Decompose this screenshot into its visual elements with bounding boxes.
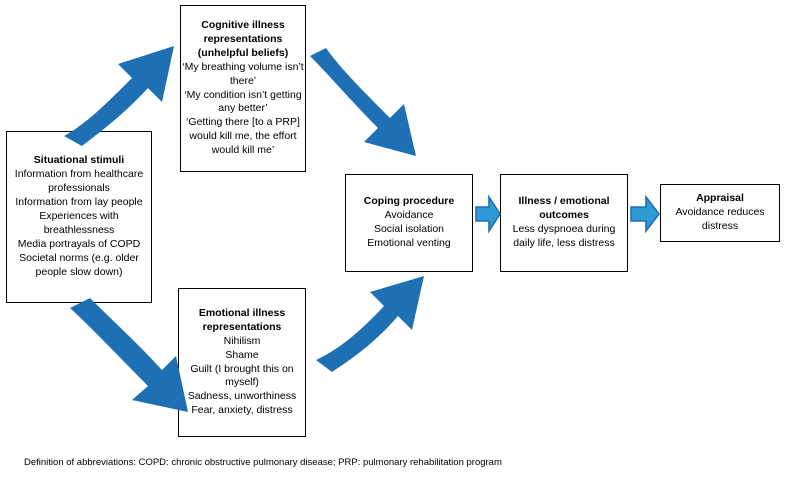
curved-arrow-cognitive-to-coping-icon bbox=[310, 48, 416, 156]
box-coping-procedure: Coping procedure Avoidance Social isolat… bbox=[345, 174, 473, 272]
box-situational-stimuli: Situational stimuli Information from hea… bbox=[6, 131, 152, 303]
box-coping-procedure-title: Coping procedure bbox=[363, 195, 455, 208]
box-outcomes-item: Less dyspnoea during bbox=[512, 223, 616, 235]
curved-arrow-situational-to-emotional-icon bbox=[70, 298, 188, 412]
box-appraisal-item: Avoidance reduces bbox=[675, 206, 765, 219]
box-coping-procedure-item: Social isolation bbox=[373, 223, 445, 235]
curved-arrow-situational-to-cognitive-icon bbox=[64, 46, 174, 146]
box-appraisal-title: Appraisal bbox=[696, 192, 744, 205]
box-emotional-item: Nihilism bbox=[223, 334, 261, 347]
box-emotional-item: Shame bbox=[225, 348, 259, 361]
box-cognitive-quote: ‘My condition isn’t getting any better’ bbox=[184, 88, 302, 115]
curved-arrow-emotional-to-coping-icon bbox=[316, 276, 424, 372]
box-cognitive-quote: ‘Getting there [to a PRP] would kill me,… bbox=[186, 116, 300, 157]
box-emotional-title-line-1: Emotional illness bbox=[198, 306, 286, 319]
box-appraisal-item: distress bbox=[701, 219, 739, 232]
box-situational-stimuli-item: Media portrayals of COPD bbox=[17, 237, 141, 250]
box-situational-stimuli-item: Information from lay people bbox=[15, 196, 143, 209]
box-cognitive-quote: ‘My breathing volume isn’t there’ bbox=[182, 60, 304, 87]
block-arrow-outcomes-to-appraisal-icon bbox=[630, 194, 661, 234]
box-situational-stimuli-item: Experiences with breathlessness bbox=[39, 210, 119, 236]
box-illness-emotional-outcomes: Illness / emotional outcomes Less dyspno… bbox=[500, 174, 628, 272]
box-situational-stimuli-item: Societal norms (e.g. older people slow d… bbox=[19, 251, 139, 278]
box-emotional-title-line-2: representations bbox=[202, 320, 282, 333]
box-coping-procedure-item: Emotional venting bbox=[367, 236, 451, 249]
box-cognitive-title-line-3: (unhelpful beliefs) bbox=[197, 46, 289, 59]
box-outcomes-title-line-1: Illness / emotional bbox=[518, 195, 610, 208]
box-emotional-item: Guilt (I brought this on myself) bbox=[190, 362, 294, 389]
box-outcomes-item: daily life, less distress bbox=[513, 236, 615, 249]
box-emotional-illness-representations: Emotional illness representations Nihili… bbox=[178, 288, 306, 437]
box-outcomes-title-line-2: outcomes bbox=[539, 209, 589, 222]
box-cognitive-title-line-2: representations bbox=[203, 32, 283, 45]
abbreviations-footnote: Definition of abbreviations: COPD: chron… bbox=[24, 457, 502, 468]
box-cognitive-illness-representations: Cognitive illness representations (unhel… bbox=[180, 5, 306, 172]
block-arrow-coping-to-outcomes-icon bbox=[475, 194, 501, 234]
box-situational-stimuli-item: Information from healthcare professional… bbox=[14, 168, 144, 195]
box-emotional-item: Fear, anxiety, distress bbox=[191, 404, 293, 417]
box-emotional-item: Sadness, unworthiness bbox=[187, 390, 297, 403]
box-appraisal: Appraisal Avoidance reduces distress bbox=[660, 184, 780, 242]
box-cognitive-title-line-1: Cognitive illness bbox=[201, 18, 285, 31]
box-situational-stimuli-title: Situational stimuli bbox=[33, 154, 125, 167]
box-coping-procedure-item: Avoidance bbox=[384, 209, 434, 222]
